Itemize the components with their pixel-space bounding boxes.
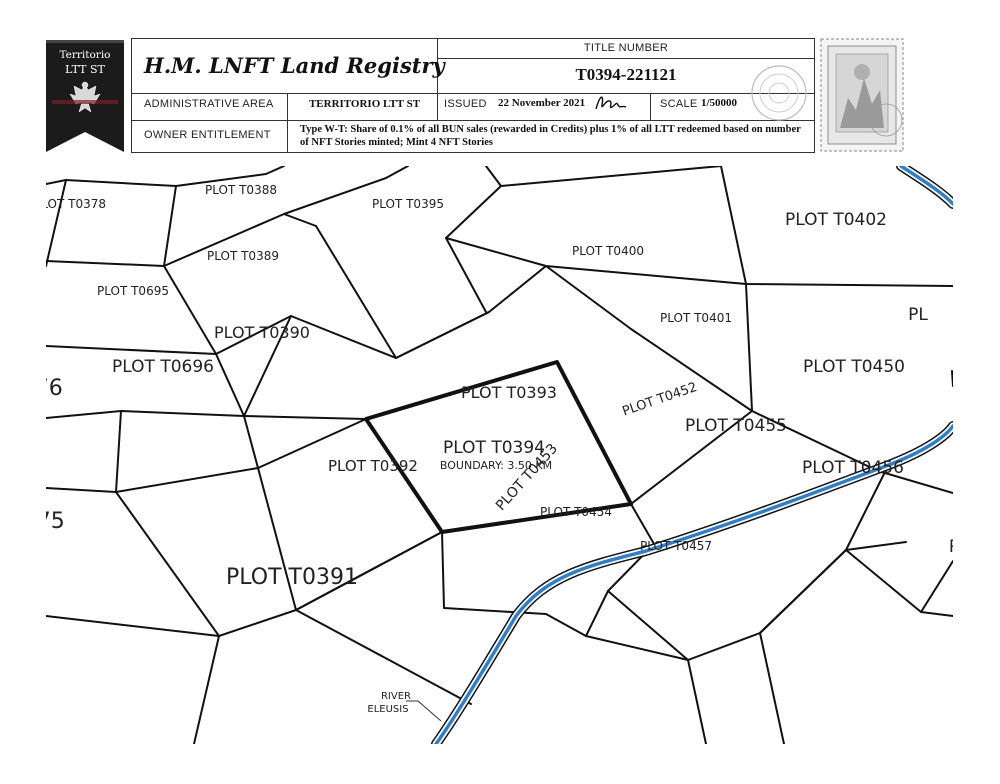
plot-label: PLOT T0452 xyxy=(621,380,700,420)
plot-label: PLOT T0457 xyxy=(640,539,712,553)
plot-label: PLOT T0401 xyxy=(660,311,732,325)
plot-label: PL xyxy=(908,305,928,325)
signature-icon xyxy=(594,91,628,120)
title-number-label: TITLE NUMBER xyxy=(583,42,669,54)
seal-icon xyxy=(749,63,809,128)
plot-label: PLOT T0456 xyxy=(802,458,904,478)
owner-entitlement-value: Type W-T: Share of 0.1% of all BUN sales… xyxy=(300,124,801,148)
scale-label: SCALE xyxy=(660,98,698,110)
plot-label: PLOT T0395 xyxy=(372,197,444,211)
territory-emblem: Territorio LTT ST xyxy=(46,40,124,152)
river-label-line-1: RIVER xyxy=(381,691,411,702)
plot-label: PLOT T0455 xyxy=(685,416,787,436)
registry-header: H.M. LNFT Land Registry TITLE NUMBER T03… xyxy=(131,38,815,153)
plot-label: PLOT T0389 xyxy=(207,249,279,263)
river-label-leader xyxy=(406,700,442,722)
title-number: T0394-221121 xyxy=(575,65,677,84)
plot-label: PLOT T0696 xyxy=(112,357,214,377)
plot-label: T0375 xyxy=(46,509,65,534)
eagle-icon xyxy=(69,81,101,113)
owner-entitlement-label: OWNER ENTITLEMENT xyxy=(144,129,271,141)
plot-label: PLOT T0400 xyxy=(572,244,644,258)
plot-label: PLOT T0695 xyxy=(97,284,169,298)
issued-label: ISSUED xyxy=(444,98,487,110)
registry-title: H.M. LNFT Land Registry xyxy=(144,53,445,78)
plot-label: PLOT T0378 xyxy=(46,197,106,211)
emblem-line1: Territorio xyxy=(59,49,110,61)
plot-t0394-boundary xyxy=(364,360,633,534)
plot-label: PLOT T0454 xyxy=(540,505,612,519)
issued-date: 22 November 2021 xyxy=(498,97,586,109)
plot-label: PLOT T0390 xyxy=(214,323,310,342)
highlighted-plot-name: PLOT T0394 xyxy=(443,438,545,458)
river-eleusis xyxy=(431,166,953,744)
plot-label: PLOT T0388 xyxy=(205,183,277,197)
highlighted-plot-boundary: BOUNDARY: 3.50 KM xyxy=(440,459,552,472)
plot-label: PLOT T0393 xyxy=(461,383,557,402)
postage-stamp-icon xyxy=(820,38,904,152)
admin-area-value: TERRITORIO LTT ST xyxy=(308,98,421,110)
plot-label: P xyxy=(949,537,953,557)
plot-label: PLOT T0391 xyxy=(226,565,358,590)
scale-value: 1/50000 xyxy=(701,97,738,109)
river-label-line-2: ELEUSIS xyxy=(367,704,408,715)
emblem-line2: LTT ST xyxy=(65,63,105,76)
plot-label: PLOT T0392 xyxy=(328,457,418,475)
plot-label: PLOT T0402 xyxy=(785,210,887,230)
plot-label: T0376 xyxy=(46,376,63,401)
plot-map: PLOT T0380PLOT T0386PLOT T0397PLOT T0399… xyxy=(46,166,953,744)
admin-area-label: ADMINISTRATIVE AREA xyxy=(144,98,274,110)
plot-label: PLOT T0450 xyxy=(803,357,905,377)
